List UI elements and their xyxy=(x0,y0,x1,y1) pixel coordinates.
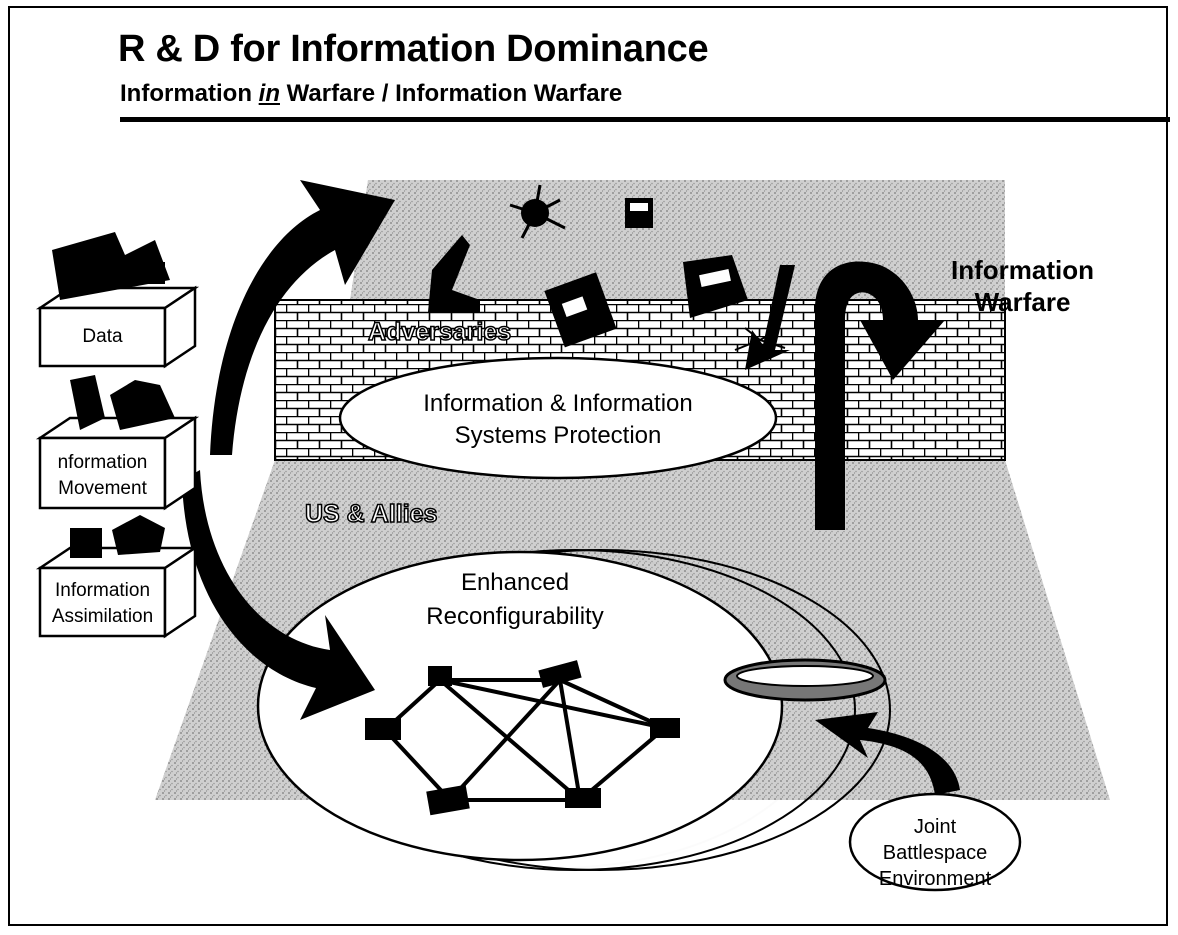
reconfigurability-ellipse xyxy=(256,550,784,862)
slide-border xyxy=(8,6,1168,926)
reconfigurability-line2: Reconfigurability xyxy=(426,603,604,630)
page-title: R & D for Information Dominance xyxy=(118,28,709,70)
assimilation-box-items xyxy=(70,515,165,558)
protection-label-line1: Information & Information xyxy=(423,390,693,417)
reconfigurability-label: Enhanced Reconfigurability xyxy=(380,566,650,634)
title-rule xyxy=(120,117,1170,122)
adversary-equipment xyxy=(428,184,748,348)
data-box-shape xyxy=(35,285,200,369)
joint-label: Joint Battlespace Environment xyxy=(860,814,1010,892)
spark-burst xyxy=(734,327,786,351)
joint-line3: Environment xyxy=(878,868,992,890)
data-box-label: Data xyxy=(82,326,123,347)
attack-arrow xyxy=(745,265,795,370)
network-nodes xyxy=(365,660,680,816)
information-warfare-label: Information Warfare xyxy=(925,254,1120,318)
information-warfare-line2: Warfare xyxy=(974,287,1071,317)
protection-label: Information & Information Systems Protec… xyxy=(340,388,776,452)
us-allies-label: US & Allies xyxy=(304,499,438,529)
movement-box-label: nformation Movement xyxy=(40,450,165,502)
protection-ellipse xyxy=(338,356,778,480)
assimilation-box-label: Information Assimilation xyxy=(40,578,165,630)
data-box-items xyxy=(52,232,170,300)
movement-box-shape xyxy=(35,415,200,511)
information-warfare-line1: Information xyxy=(951,255,1094,285)
reconfigurability-line1: Enhanced xyxy=(460,569,570,596)
adversaries-label: Adversaries xyxy=(367,317,512,347)
movement-box-label-line1: nformation xyxy=(57,452,148,473)
cycle-arrows xyxy=(182,180,960,795)
joint-line2: Battlespace xyxy=(882,842,988,864)
protection-label-line2: Systems Protection xyxy=(454,422,662,449)
assimilation-box-label-line2: Assimilation xyxy=(51,606,154,627)
joint-line1: Joint xyxy=(913,816,957,838)
subtitle-part1: Information xyxy=(120,80,259,107)
movement-box-label-line2: Movement xyxy=(58,478,147,499)
information-warfare-arrow xyxy=(815,261,945,530)
assimilation-box-label-line1: Information xyxy=(54,580,151,601)
page-subtitle: Information in Warfare / Information War… xyxy=(120,80,622,108)
subtitle-part2: Warfare / Information Warfare xyxy=(279,80,623,107)
movement-box-items xyxy=(70,375,175,430)
subtitle-emphasis: in xyxy=(258,80,280,107)
